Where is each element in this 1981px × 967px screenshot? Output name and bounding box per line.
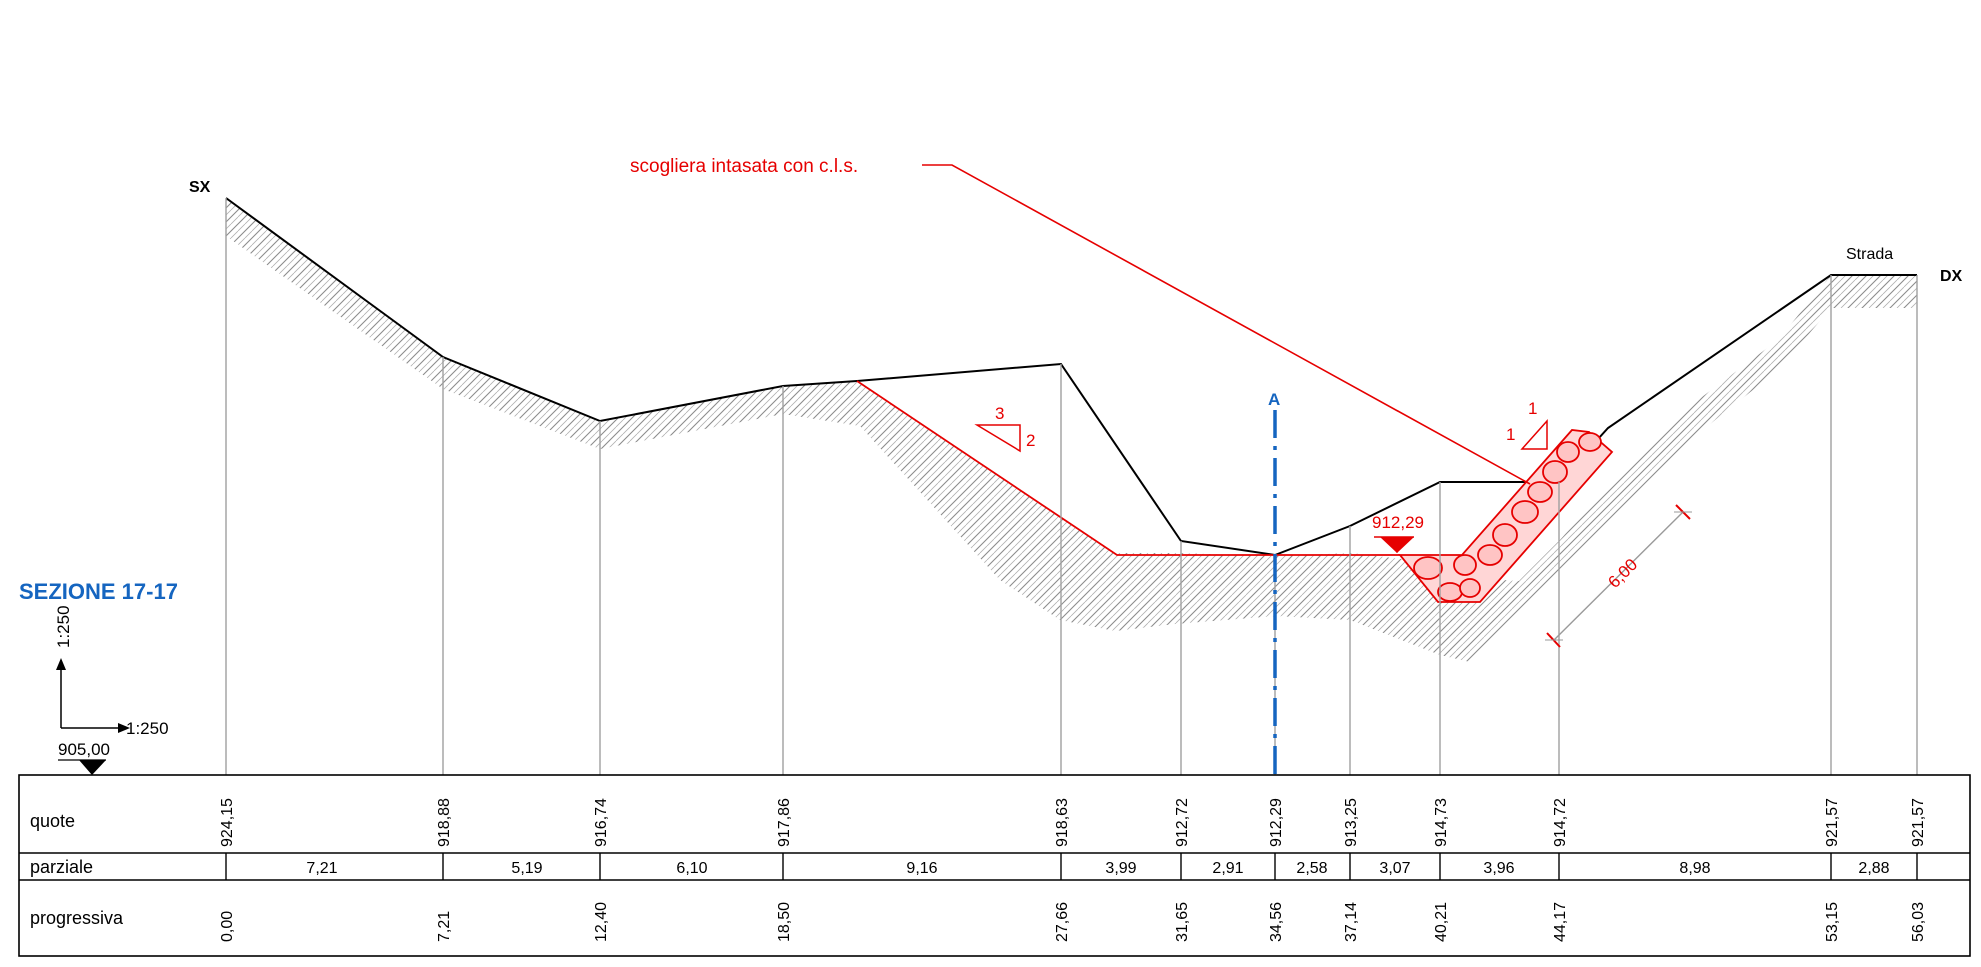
slope-indicator-right: 1 1 xyxy=(1506,399,1548,450)
svg-text:1: 1 xyxy=(1528,399,1537,418)
ground-hatch xyxy=(226,198,1917,662)
parziale-value: 5,19 xyxy=(511,860,542,877)
row-label-progressiva: progressiva xyxy=(30,908,124,928)
parziale-value: 7,21 xyxy=(306,860,337,877)
riprap-thickness-dimension: 6,00 xyxy=(1545,504,1692,648)
parziale-value: 3,96 xyxy=(1483,860,1514,877)
axis-label-a: A xyxy=(1268,390,1280,409)
quote-value: 912,72 xyxy=(1174,798,1191,847)
left-side-label: SX xyxy=(189,179,211,196)
parziale-value: 2,91 xyxy=(1212,860,1243,877)
quote-value: 916,74 xyxy=(593,798,610,847)
quote-value: 918,63 xyxy=(1054,798,1071,847)
progressiva-value: 31,65 xyxy=(1174,902,1191,942)
progressiva-value: 40,21 xyxy=(1433,902,1450,942)
progressiva-values: 0,00 7,21 12,40 18,50 27,66 31,65 34,56 … xyxy=(219,902,1927,942)
row-label-quote: quote xyxy=(30,811,75,831)
quote-value: 918,88 xyxy=(436,798,453,847)
right-side-label: DX xyxy=(1940,268,1963,285)
quote-value: 921,57 xyxy=(1824,798,1841,847)
parziale-separators xyxy=(225,853,1918,880)
callout-text: scogliera intasata con c.l.s. xyxy=(630,156,858,177)
svg-text:6,00: 6,00 xyxy=(1604,555,1641,592)
scale-indicator: 1:250 1:250 905,00 xyxy=(54,605,169,775)
slope-indicator-left: 3 2 xyxy=(974,404,1035,453)
row-label-parziale: parziale xyxy=(30,857,93,877)
svg-text:3: 3 xyxy=(995,404,1004,423)
progressiva-value: 0,00 xyxy=(219,911,236,942)
callout-leader xyxy=(922,164,1531,485)
progressiva-value: 18,50 xyxy=(776,902,793,942)
quote-value: 912,29 xyxy=(1268,798,1285,847)
parziale-values: 7,21 5,19 6,10 9,16 3,99 2,91 2,58 3,07 … xyxy=(306,860,1889,877)
svg-text:1: 1 xyxy=(1506,425,1515,444)
parziale-value: 3,07 xyxy=(1379,860,1410,877)
svg-text:1:250: 1:250 xyxy=(54,605,73,648)
quote-value: 924,15 xyxy=(219,798,236,847)
progressiva-value: 56,03 xyxy=(1910,902,1927,942)
svg-text:912,29: 912,29 xyxy=(1372,513,1424,532)
quote-value: 914,72 xyxy=(1552,798,1569,847)
progressiva-value: 12,40 xyxy=(593,902,610,942)
parziale-value: 6,10 xyxy=(676,860,707,877)
station-lines xyxy=(225,198,1918,775)
parziale-value: 2,58 xyxy=(1296,860,1327,877)
parziale-value: 3,99 xyxy=(1105,860,1136,877)
progressiva-value: 34,56 xyxy=(1268,902,1285,942)
quote-values: 924,15 918,88 916,74 917,86 918,63 912,7… xyxy=(219,798,1927,847)
quote-value: 914,73 xyxy=(1433,798,1450,847)
quote-value: 917,86 xyxy=(776,798,793,847)
road-label: Strada xyxy=(1846,246,1893,263)
section-title: SEZIONE 17-17 xyxy=(19,579,178,604)
parziale-value: 8,98 xyxy=(1679,860,1710,877)
quote-value: 913,25 xyxy=(1343,798,1360,847)
progressiva-value: 37,14 xyxy=(1343,902,1360,942)
water-level-marker: 912,29 xyxy=(1372,513,1424,553)
progressiva-value: 27,66 xyxy=(1054,902,1071,942)
parziale-value: 9,16 xyxy=(906,860,937,877)
parziale-value: 2,88 xyxy=(1858,860,1889,877)
progressiva-value: 44,17 xyxy=(1552,902,1569,942)
svg-text:905,00: 905,00 xyxy=(58,740,110,759)
svg-text:1:250: 1:250 xyxy=(126,719,169,738)
svg-text:2: 2 xyxy=(1026,431,1035,450)
quote-value: 921,57 xyxy=(1910,798,1927,847)
design-profile-line xyxy=(856,380,1400,556)
riprap-scogliera xyxy=(1398,429,1614,603)
progressiva-value: 53,15 xyxy=(1824,902,1841,942)
data-table xyxy=(18,774,1971,957)
progressiva-value: 7,21 xyxy=(436,911,453,942)
